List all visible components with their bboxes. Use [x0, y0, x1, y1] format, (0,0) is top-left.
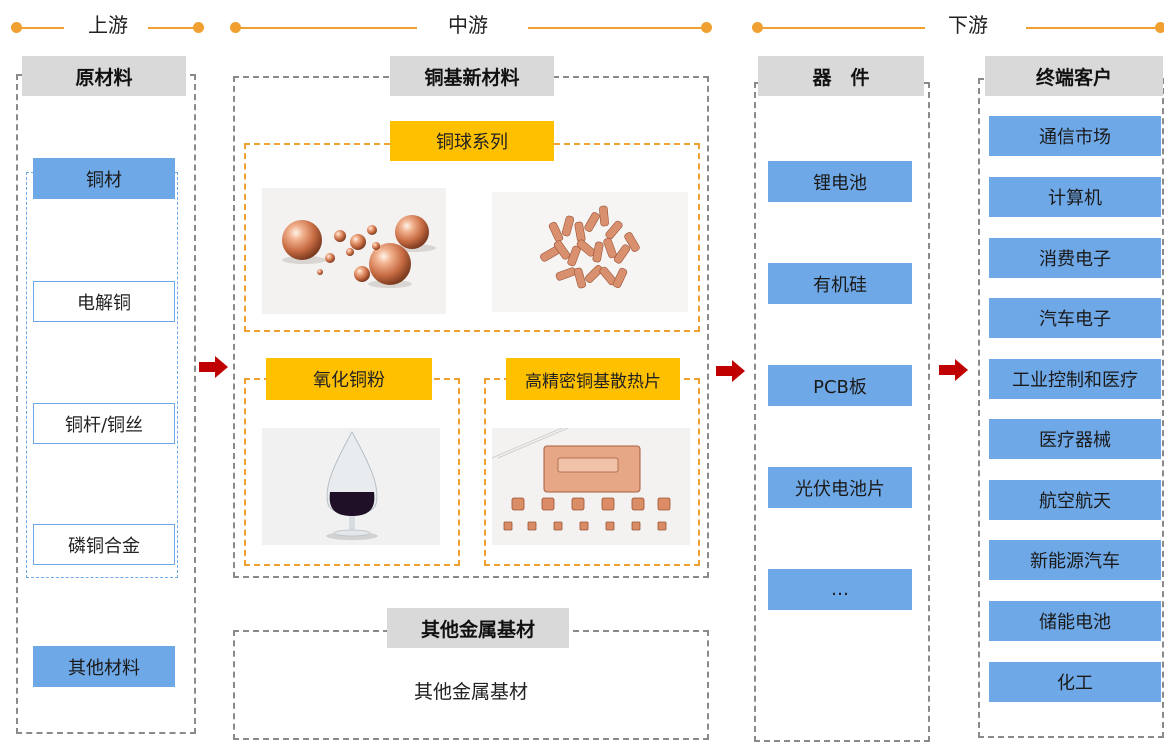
stage-line-dot [193, 22, 204, 33]
customer-item: 航空航天 [989, 480, 1161, 520]
stage-line [528, 27, 706, 29]
customer-item: 汽车电子 [989, 298, 1161, 338]
raw-materials-title: 原材料 [22, 56, 186, 96]
copper-ball-series-title: 铜球系列 [390, 121, 554, 161]
copper-new-materials-title: 铜基新材料 [390, 56, 554, 96]
stage-line [148, 27, 198, 29]
copper-pellets-image [492, 192, 688, 312]
component-item: 有机硅 [768, 263, 912, 304]
stage-line-dot [1155, 22, 1164, 33]
component-item: … [768, 569, 912, 610]
customer-item: 储能电池 [989, 601, 1161, 641]
customer-item: 通信市场 [989, 116, 1161, 156]
raw-material-item: 磷铜合金 [33, 524, 175, 565]
copper-oxide-powder-title: 氧化铜粉 [266, 358, 432, 400]
copper-group [26, 172, 178, 578]
stage-midstream: 中游 [448, 13, 488, 37]
flow-arrow-icon [939, 359, 968, 381]
other-metal-content: 其他金属基材 [413, 680, 528, 703]
component-item: PCB板 [768, 365, 912, 406]
customer-item: 医疗器械 [989, 419, 1161, 459]
component-item: 光伏电池片 [768, 467, 912, 508]
stage-line [1026, 27, 1160, 29]
raw-material-item: 电解铜 [33, 281, 175, 322]
customer-item: 新能源汽车 [989, 540, 1161, 580]
end-customers-title: 终端客户 [985, 56, 1163, 96]
customer-item: 计算机 [989, 177, 1161, 217]
stage-line-dot [701, 22, 712, 33]
copper-oxide-powder-image [262, 428, 440, 545]
stage-downstream: 下游 [948, 13, 988, 37]
raw-material-item: 铜杆/铜丝 [33, 403, 175, 444]
flow-arrow-icon [199, 356, 228, 378]
component-item: 锂电池 [768, 161, 912, 202]
components-title: 器 件 [758, 56, 924, 96]
customer-item: 消费电子 [989, 238, 1161, 278]
other-materials-label: 其他材料 [33, 646, 175, 687]
stage-line [757, 27, 925, 29]
copper-balls-image [262, 188, 446, 314]
heat-sink-image [492, 428, 690, 545]
stage-line [235, 27, 417, 29]
heat-sink-title: 高精密铜基散热片 [506, 358, 680, 400]
customer-item: 工业控制和医疗 [989, 359, 1161, 399]
stage-upstream: 上游 [88, 13, 128, 37]
stage-line [16, 27, 64, 29]
flow-arrow-icon [716, 360, 745, 382]
customer-item: 化工 [989, 662, 1161, 702]
copper-material-label: 铜材 [33, 158, 175, 199]
other-metal-title: 其他金属基材 [387, 608, 569, 648]
